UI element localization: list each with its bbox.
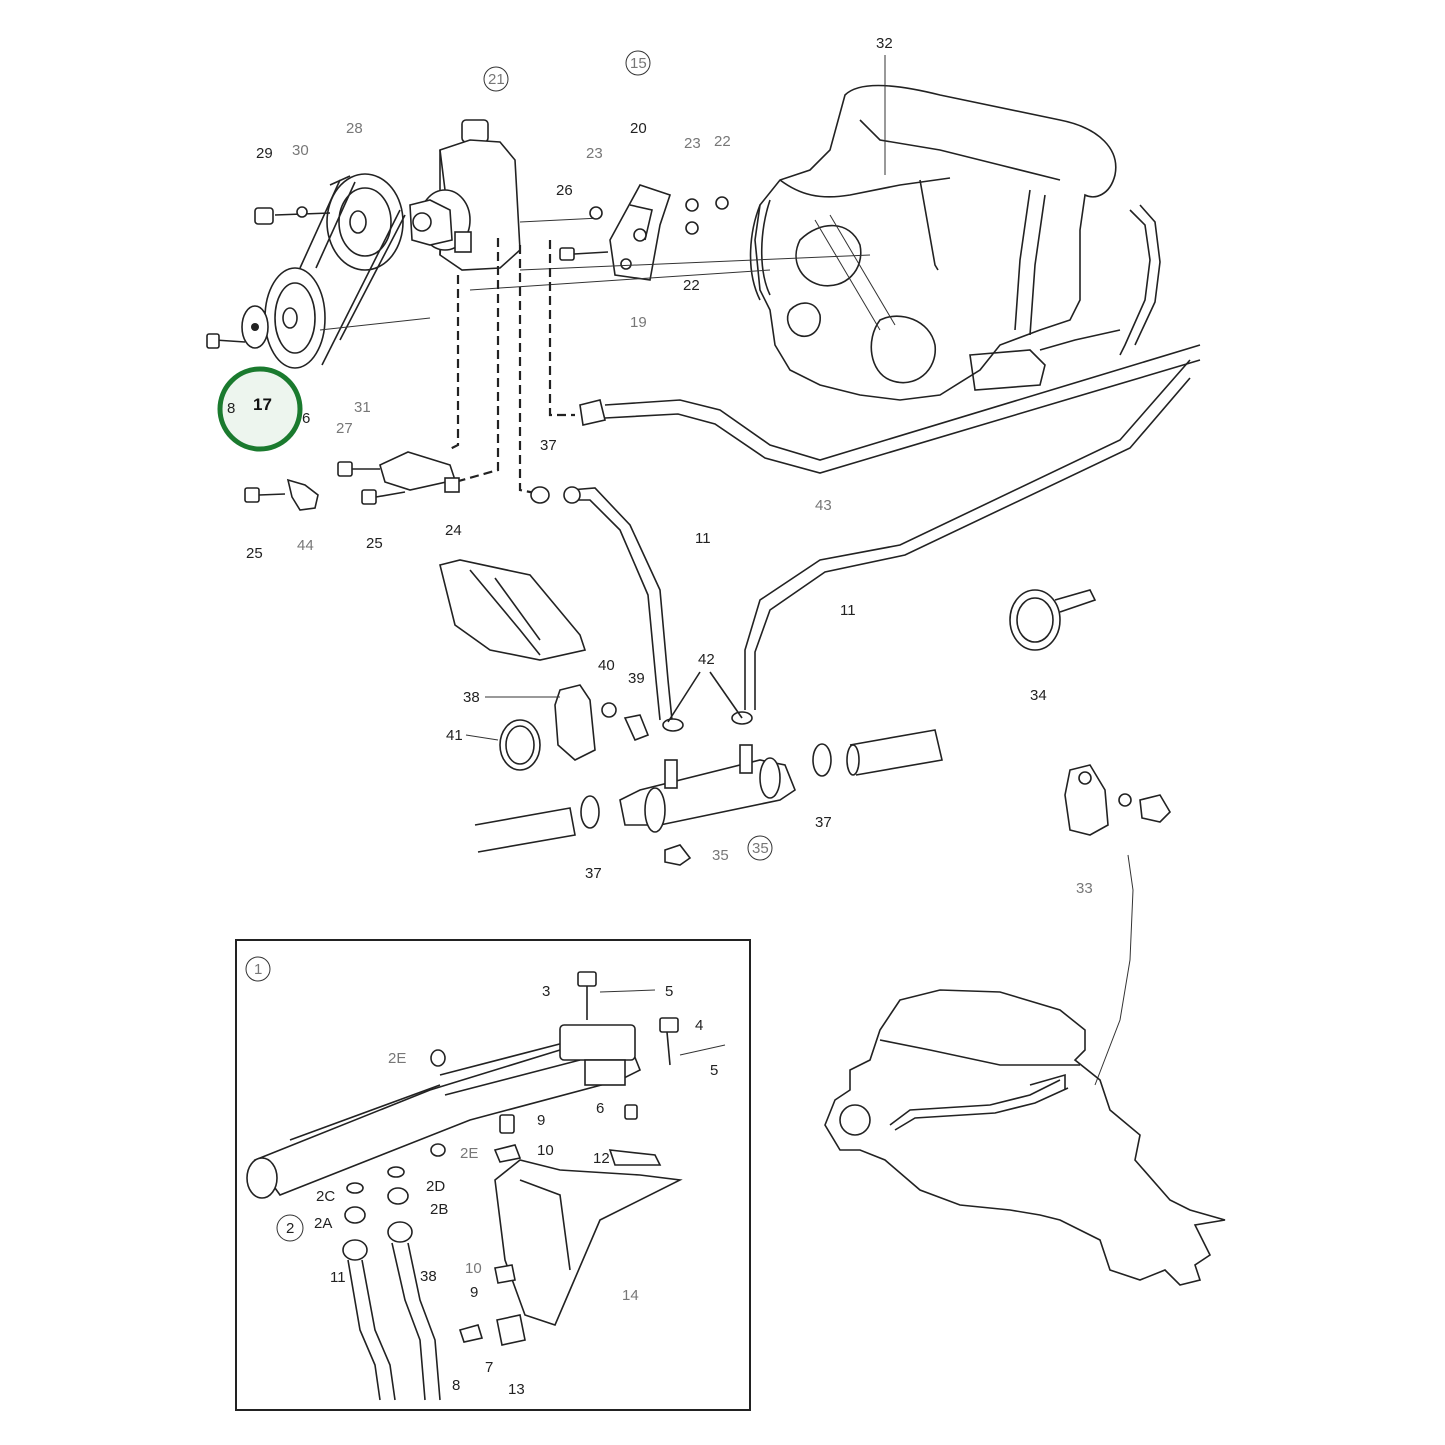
mid-bracket bbox=[439, 559, 1097, 771]
label-8: 8 bbox=[227, 400, 235, 417]
label-31: 31 bbox=[354, 399, 371, 416]
label-34: 34 bbox=[1030, 687, 1047, 704]
label-inset-14: 14 bbox=[622, 1287, 639, 1304]
label-30: 30 bbox=[292, 142, 309, 159]
label-inset-8: 8 bbox=[452, 1377, 460, 1394]
hose-routing bbox=[447, 238, 575, 495]
label-inset-6: 6 bbox=[596, 1100, 604, 1117]
label-22b: 22 bbox=[683, 277, 700, 294]
label-inset-10-low: 10 bbox=[465, 1260, 482, 1277]
label-42: 42 bbox=[698, 651, 715, 668]
pulley-assembly bbox=[206, 173, 431, 369]
label-inset-12: 12 bbox=[593, 1150, 610, 1167]
label-inset-9-low: 9 bbox=[470, 1284, 478, 1301]
label-inset-3: 3 bbox=[542, 983, 550, 1000]
label-35a: 35 bbox=[712, 847, 729, 864]
label-21: 21 bbox=[488, 71, 505, 88]
label-37c: 37 bbox=[585, 865, 602, 882]
mounting-bracket bbox=[469, 184, 871, 291]
label-11b: 11 bbox=[840, 602, 856, 619]
label-23b: 23 bbox=[684, 135, 701, 152]
label-inset-7: 7 bbox=[485, 1359, 493, 1376]
label-inset-2b: 2B bbox=[430, 1201, 448, 1218]
label-inset-4: 4 bbox=[695, 1017, 703, 1034]
label-inset-5-mid: 5 bbox=[710, 1062, 718, 1079]
label-inset-2: 2 bbox=[286, 1220, 294, 1237]
steering-cylinder bbox=[474, 671, 943, 866]
label-22a: 22 bbox=[714, 133, 731, 150]
steering-lines bbox=[530, 344, 1201, 721]
highlight-circle bbox=[217, 366, 303, 452]
label-32: 32 bbox=[876, 35, 893, 52]
label-17-highlighted: 17 bbox=[253, 395, 272, 414]
label-19: 19 bbox=[630, 314, 647, 331]
lower-brackets bbox=[244, 451, 460, 511]
engine-lower-illustration bbox=[824, 989, 1226, 1286]
label-28: 28 bbox=[346, 120, 363, 137]
label-inset-13: 13 bbox=[508, 1381, 525, 1398]
label-15: 15 bbox=[630, 55, 647, 72]
label-inset-2e-top: 2E bbox=[388, 1050, 406, 1067]
part-labels: 29 30 28 21 15 32 20 23 23 22 26 22 19 3… bbox=[227, 35, 1093, 1398]
label-37a: 37 bbox=[540, 437, 557, 454]
label-inset-10-top: 10 bbox=[537, 1142, 554, 1159]
label-24: 24 bbox=[445, 522, 462, 539]
label-20: 20 bbox=[630, 120, 647, 137]
label-41: 41 bbox=[446, 727, 463, 744]
clip-assembly bbox=[1064, 764, 1172, 1086]
pump-reservoir bbox=[409, 119, 601, 271]
label-25b: 25 bbox=[366, 535, 383, 552]
label-43: 43 bbox=[815, 497, 832, 514]
label-27: 27 bbox=[336, 420, 353, 437]
label-39: 39 bbox=[628, 670, 645, 687]
label-inset-1: 1 bbox=[254, 961, 262, 978]
label-35b: 35 bbox=[752, 840, 769, 857]
label-29: 29 bbox=[256, 145, 273, 162]
label-40: 40 bbox=[598, 657, 615, 674]
label-inset-2c: 2C bbox=[316, 1188, 335, 1205]
label-37b: 37 bbox=[815, 814, 832, 831]
label-33: 33 bbox=[1076, 880, 1093, 897]
label-inset-11: 11 bbox=[330, 1269, 346, 1286]
engine-illustration bbox=[749, 84, 1161, 401]
label-inset-38: 38 bbox=[420, 1268, 437, 1285]
label-25a: 25 bbox=[246, 545, 263, 562]
label-inset-2a: 2A bbox=[314, 1215, 332, 1232]
label-38: 38 bbox=[463, 689, 480, 706]
label-inset-9-top: 9 bbox=[537, 1112, 545, 1129]
label-23a: 23 bbox=[586, 145, 603, 162]
label-inset-5-top: 5 bbox=[665, 983, 673, 1000]
label-11a: 11 bbox=[695, 530, 711, 547]
label-inset-2e-mid: 2E bbox=[460, 1145, 478, 1162]
inset-detail bbox=[235, 939, 751, 1411]
label-16: 6 bbox=[302, 410, 310, 427]
label-44: 44 bbox=[297, 537, 314, 554]
label-26: 26 bbox=[556, 182, 573, 199]
label-inset-2d: 2D bbox=[426, 1178, 445, 1195]
